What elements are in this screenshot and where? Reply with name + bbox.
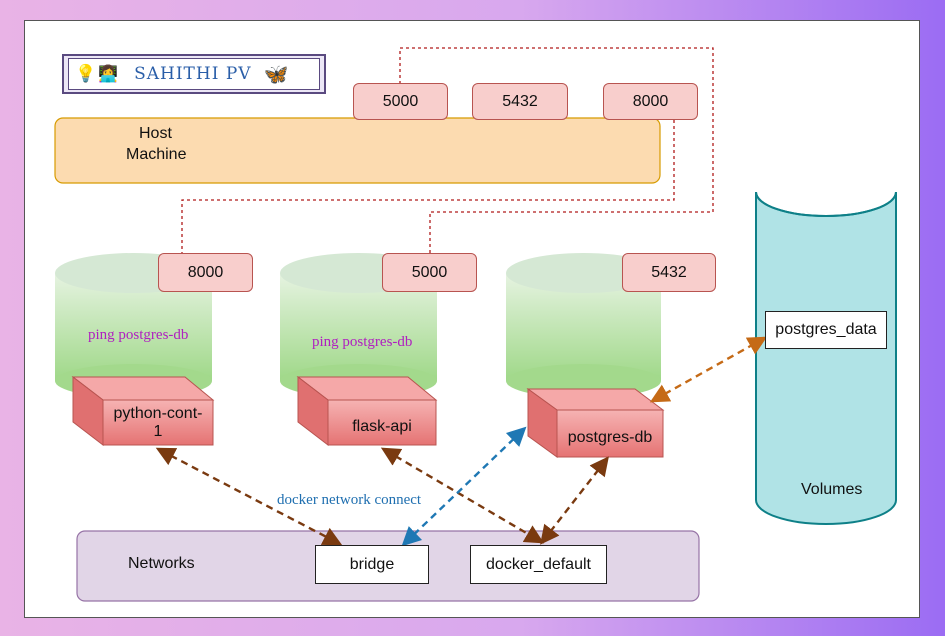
host-port-5000: 5000 <box>353 83 448 120</box>
logo-inner: 💡 👩‍💻 SAHITHI PV 🦋 <box>68 58 320 90</box>
container-name-python: python-cont- 1 <box>113 405 203 440</box>
arrow-network-connect <box>401 426 527 547</box>
host-label-line2: Machine <box>126 146 187 163</box>
butterfly-icon: 🦋 <box>263 63 289 86</box>
arrow-postgres-volume <box>649 336 768 403</box>
container-port-8000: 8000 <box>158 253 253 292</box>
volumes-label: Volumes <box>801 481 863 498</box>
cube-postgres <box>526 388 665 458</box>
cube-flask <box>296 375 438 447</box>
host-port-8000: 8000 <box>603 83 698 120</box>
volume-postgres-data: postgres_data <box>765 311 887 349</box>
container-port-5432: 5432 <box>622 253 716 292</box>
container-name-flask: flask-api <box>352 418 412 435</box>
network-connect-label: docker network connect <box>277 492 422 508</box>
networks-label: Networks <box>128 555 195 572</box>
host-port-5432: 5432 <box>472 83 568 120</box>
arrow-postgres-default <box>540 456 609 545</box>
lightbulb-person-icon: 💡 <box>75 64 97 83</box>
container-name-postgres: postgres-db <box>567 429 653 446</box>
ping-note-python: ping postgres-db <box>88 327 189 343</box>
container-port-5000: 5000 <box>382 253 477 292</box>
logo-text: SAHITHI PV <box>134 64 252 84</box>
volumes-cylinder <box>755 191 897 525</box>
cube-python <box>71 375 215 447</box>
network-docker-default: docker_default <box>470 545 607 584</box>
mapping-8000 <box>181 120 675 253</box>
ping-note-flask: ping postgres-db <box>312 334 413 350</box>
network-bridge: bridge <box>315 545 429 584</box>
port-mapping-lines <box>181 47 714 253</box>
arrow-python-bridge <box>155 447 343 546</box>
person-icon: 👩‍💻 <box>98 66 119 83</box>
mapping-5000 <box>399 47 714 253</box>
host-label-line1: Host <box>139 125 172 142</box>
logo-banner: 💡 👩‍💻 SAHITHI PV 🦋 <box>62 54 326 94</box>
